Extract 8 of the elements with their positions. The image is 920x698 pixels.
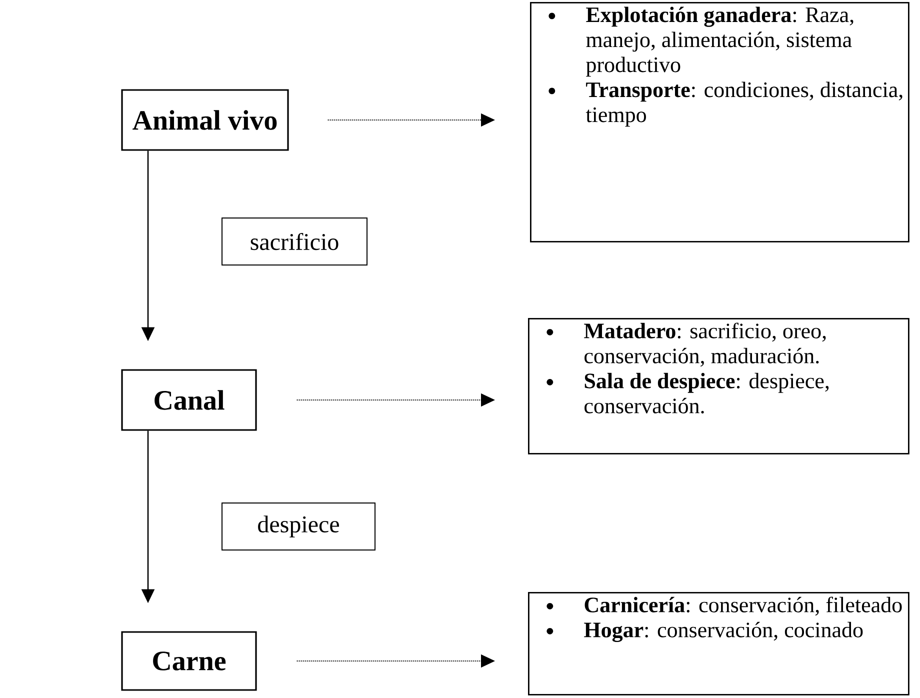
process-box: despiece xyxy=(222,502,376,550)
process-box: sacrificio xyxy=(222,218,368,266)
stage-box: Carne xyxy=(121,631,257,691)
info-box: Explotación ganadera: Raza, manejo, alimentación, sistema productivo Transporte: condiciones, distancia, tiempo xyxy=(530,2,910,242)
stage-box: Canal xyxy=(121,369,257,431)
info-box: Matadero: sacrificio, oreo, conservación, maduración. Sala de despiece: despiece, conservación. xyxy=(528,318,910,454)
info-box: Carnicería: conservación, fileteado Hogar: conservación, cocinado xyxy=(528,592,910,696)
stage-box: Animal vivo xyxy=(121,89,289,151)
